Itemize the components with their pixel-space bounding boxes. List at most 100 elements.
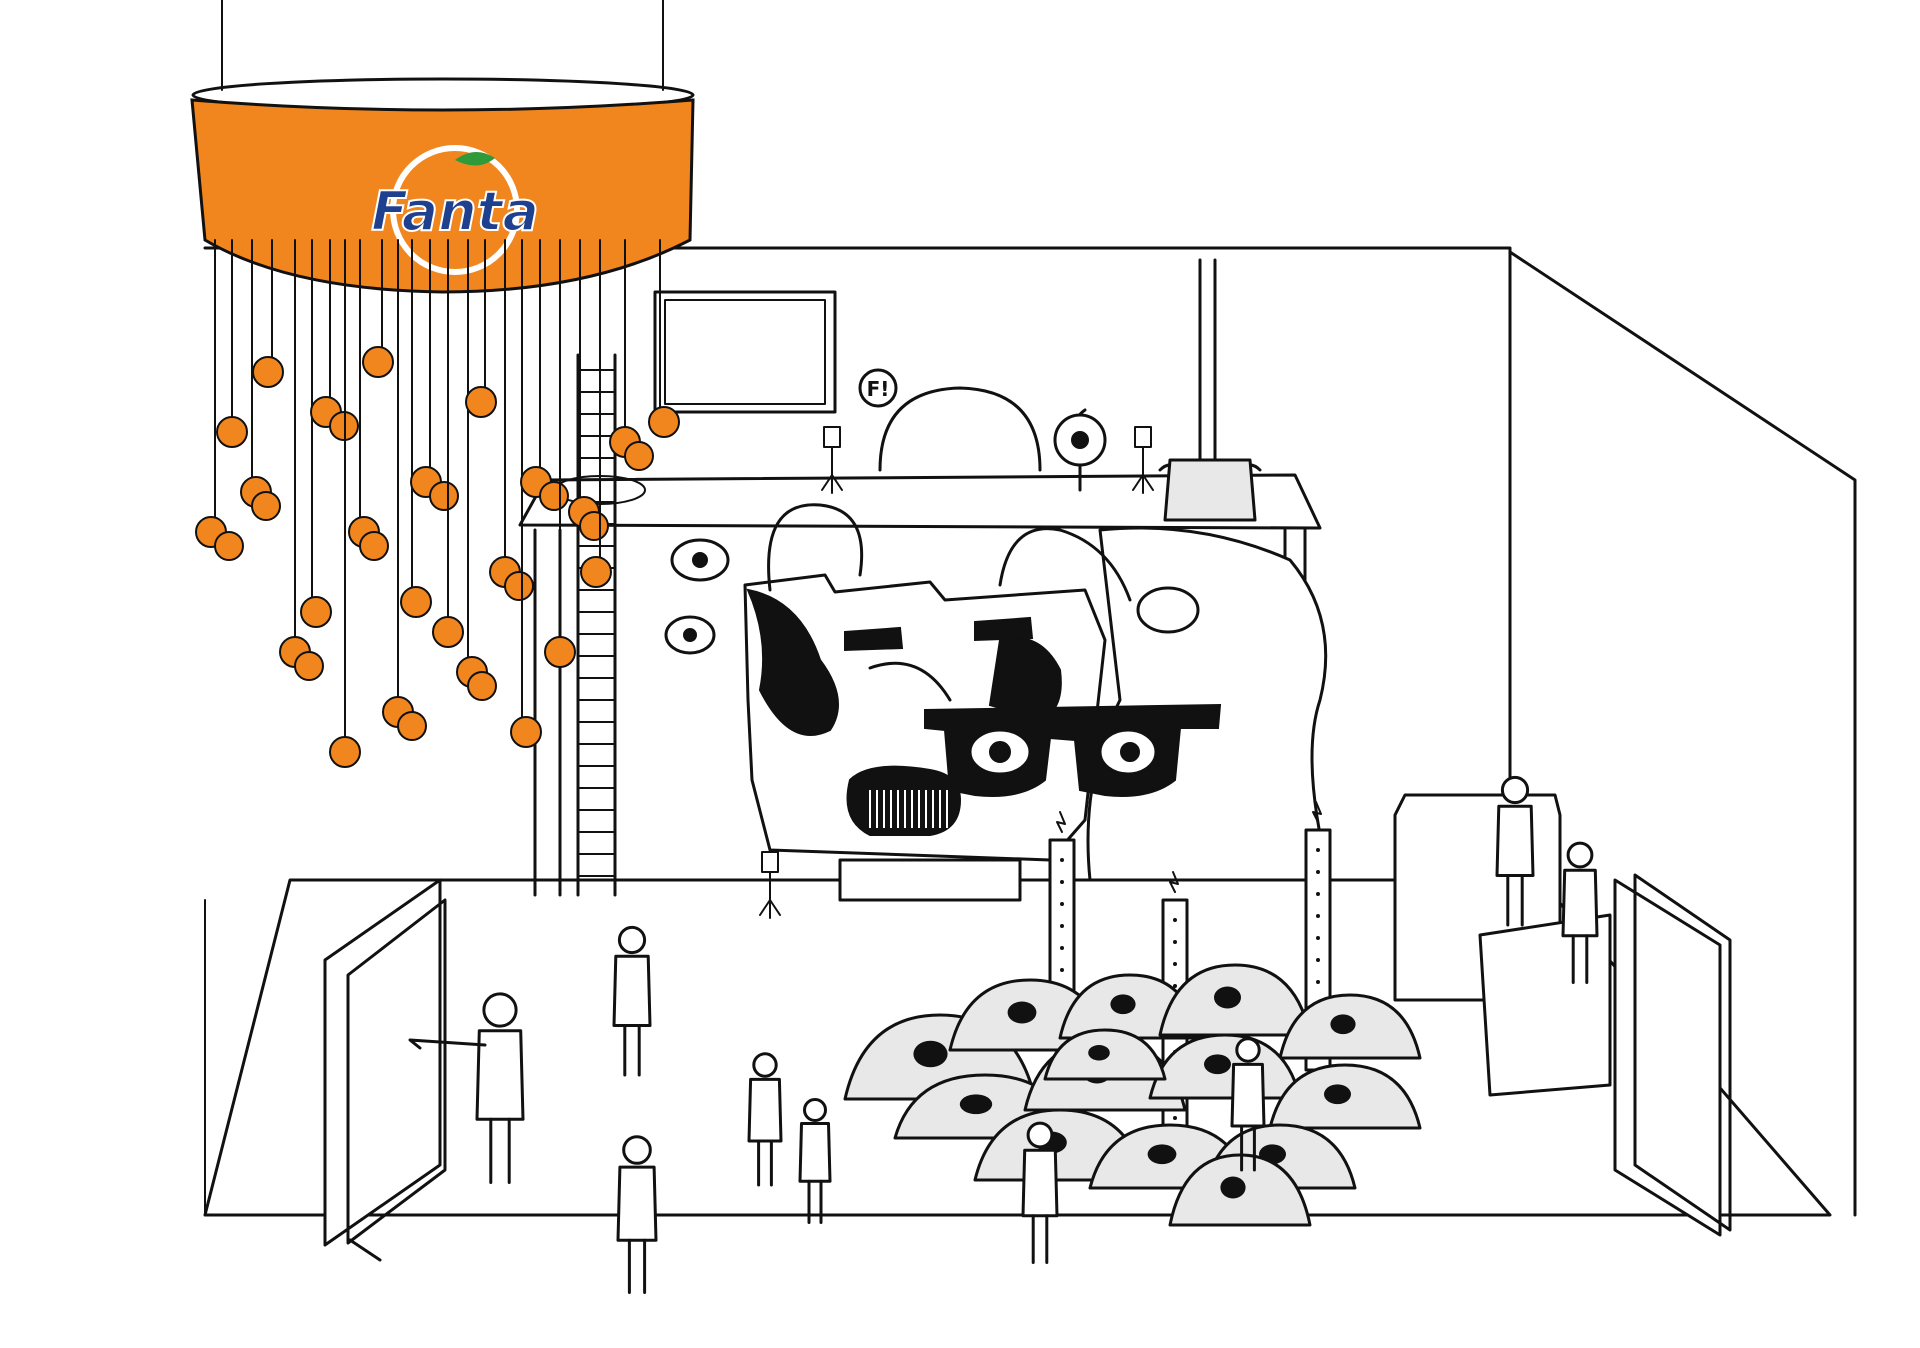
visitor-head xyxy=(803,1098,827,1122)
orange-fruit xyxy=(580,556,612,588)
left-display-panel xyxy=(323,878,447,1262)
left-panel-face xyxy=(323,878,442,1247)
orange-fruit xyxy=(648,406,680,438)
banner-band xyxy=(190,98,695,294)
f-badge-text: F! xyxy=(867,377,890,401)
pole-dot xyxy=(1316,892,1320,896)
camera-group xyxy=(759,426,1154,919)
mound-hole xyxy=(1147,1144,1177,1165)
ladder-rungs xyxy=(577,369,616,877)
orange-fruit xyxy=(504,571,534,601)
wall-picture-inner xyxy=(664,299,826,405)
right-panel-side xyxy=(1633,873,1732,1232)
visitor-body xyxy=(616,1165,658,1242)
tripod-leg xyxy=(769,899,781,916)
mound-hole xyxy=(1330,1014,1356,1035)
visitor-head xyxy=(1500,775,1530,805)
tripod xyxy=(759,871,771,916)
mound-hole xyxy=(1007,1001,1037,1024)
visitor-figure xyxy=(1561,841,1599,984)
visitor-body xyxy=(1230,1062,1266,1128)
visitor-head xyxy=(617,925,647,955)
orange-fruit xyxy=(300,596,332,628)
orange-fruit xyxy=(329,736,361,768)
camera-icon xyxy=(1134,426,1152,448)
visitor-figure xyxy=(1230,1037,1266,1172)
visitor-body xyxy=(798,1122,832,1183)
mouth-stripes xyxy=(869,790,948,828)
orange-fruit xyxy=(510,716,542,748)
orange-fruit xyxy=(294,651,324,681)
pole-dot xyxy=(1316,936,1320,940)
giant-head-sculpture xyxy=(664,408,1332,902)
orange-fruit xyxy=(216,416,248,448)
mound-hole xyxy=(1088,1045,1110,1061)
orange-fruit xyxy=(362,346,394,378)
camera-icon xyxy=(823,426,841,448)
spark-icon xyxy=(1169,871,1179,893)
orange-fruit xyxy=(624,441,654,471)
mound-hole xyxy=(1110,994,1136,1015)
visitor-figure xyxy=(1021,1121,1059,1264)
eyestalk-top-pupil xyxy=(1071,431,1089,449)
eyebrow-left xyxy=(844,626,904,652)
visitor-figure xyxy=(475,992,525,1184)
sculpture-body xyxy=(1086,526,1332,882)
pole-dot xyxy=(1173,962,1177,966)
visitor-body xyxy=(612,954,652,1027)
head-base xyxy=(838,858,1022,902)
camera-icon xyxy=(761,851,779,873)
visitor-head xyxy=(1566,841,1594,869)
pole-dot xyxy=(1060,880,1064,884)
rock-mounds xyxy=(843,963,1422,1227)
face-cord-a xyxy=(868,661,952,702)
visitor-body xyxy=(747,1077,783,1143)
visitor-head xyxy=(482,992,518,1028)
orange-fruit xyxy=(579,511,609,541)
mound-hole xyxy=(1214,986,1241,1009)
pole-dot xyxy=(1060,924,1064,928)
orange-fruit xyxy=(397,711,427,741)
pole-dot xyxy=(1173,918,1177,922)
eyestalk-right-blob xyxy=(1136,586,1200,634)
left-panel-side xyxy=(346,898,447,1245)
mouth xyxy=(846,765,962,836)
pupil-left xyxy=(989,741,1011,763)
head-hair-left xyxy=(746,588,839,736)
awning-arch-1 xyxy=(878,386,1042,472)
orange-fruit xyxy=(539,481,569,511)
fanta-logo-ring xyxy=(390,145,520,275)
fanta-logo-text: Fanta xyxy=(371,180,539,243)
visitors xyxy=(408,775,1599,1294)
mound-hole xyxy=(913,1040,948,1068)
visitor-body xyxy=(1561,868,1599,938)
pole-dot xyxy=(1173,1116,1177,1120)
visitor-figure xyxy=(1495,775,1535,927)
pole-dot xyxy=(1060,968,1064,972)
mound-hole xyxy=(1204,1054,1231,1075)
right-panel-face xyxy=(1613,878,1722,1237)
eyestalk-left-lower-pupil xyxy=(683,628,697,642)
orange-fruit xyxy=(429,481,459,511)
head-cord-1 xyxy=(767,503,864,592)
visitor-head xyxy=(1026,1121,1054,1149)
pole-dot xyxy=(1316,914,1320,918)
pole-dot xyxy=(1173,940,1177,944)
pole-dot xyxy=(1060,946,1064,950)
orange-fruit xyxy=(252,356,284,388)
head-cord-2 xyxy=(998,527,1132,602)
f-badge-circle xyxy=(858,368,898,408)
visitor-figure xyxy=(612,925,652,1077)
orange-fruit xyxy=(432,616,464,648)
orange-fruit xyxy=(400,586,432,618)
fanta-logo: Fanta xyxy=(370,145,540,275)
visitor-body xyxy=(1021,1148,1059,1218)
fanta-banner: Fanta xyxy=(190,77,695,294)
pole-dot xyxy=(1060,858,1064,862)
pole-dot xyxy=(1173,984,1177,988)
left-panel-foot xyxy=(348,1238,382,1262)
pupil-right xyxy=(1120,742,1140,762)
pole-dot xyxy=(1060,902,1064,906)
